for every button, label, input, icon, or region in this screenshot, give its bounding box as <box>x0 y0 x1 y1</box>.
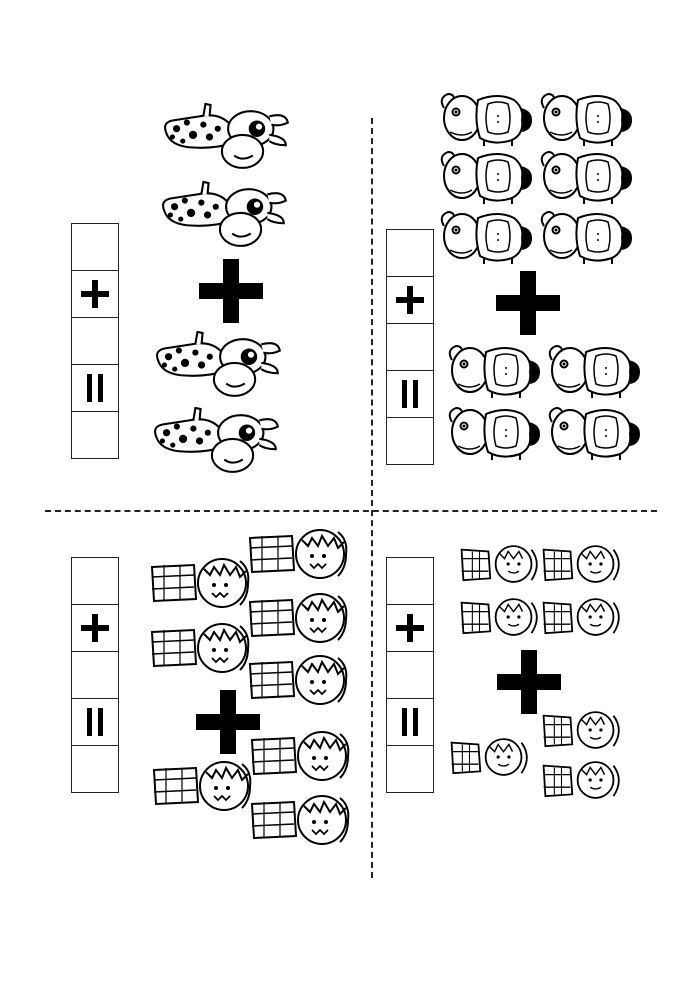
equals-icon <box>85 708 105 736</box>
plus-icon <box>81 280 109 308</box>
answer-column <box>386 229 434 465</box>
child-icon <box>152 758 256 812</box>
cow-icon <box>446 342 542 398</box>
equals-sign-box <box>72 699 118 746</box>
answer-box[interactable] <box>72 652 118 699</box>
child-icon <box>250 728 354 782</box>
giraffe-icon <box>148 402 282 482</box>
answer-column <box>386 557 434 793</box>
answer-box[interactable] <box>72 224 118 271</box>
cow-icon <box>538 90 634 146</box>
plus-sign-box <box>72 271 118 318</box>
answer-box[interactable] <box>387 652 433 699</box>
child-icon <box>250 792 354 846</box>
child-icon <box>150 555 254 609</box>
plus-sign-box <box>387 277 433 324</box>
boy-icon <box>540 595 626 639</box>
child-icon <box>248 652 352 706</box>
cow-icon <box>538 208 634 264</box>
cow-icon <box>446 404 542 460</box>
equals-icon <box>400 380 420 408</box>
cow-icon <box>538 148 634 204</box>
child-icon <box>248 526 352 580</box>
boy-icon <box>540 708 626 752</box>
answer-column <box>71 557 119 793</box>
plus-icon <box>497 650 561 714</box>
cow-icon <box>438 90 534 146</box>
equals-sign-box <box>387 699 433 746</box>
answer-box[interactable] <box>387 324 433 371</box>
equals-sign-box <box>72 365 118 412</box>
plus-icon <box>396 614 424 642</box>
giraffe-icon <box>156 176 290 256</box>
plus-icon <box>199 259 263 323</box>
answer-box[interactable] <box>387 558 433 605</box>
boy-icon <box>540 758 626 802</box>
answer-box[interactable] <box>387 230 433 277</box>
plus-icon <box>196 690 260 754</box>
giraffe-icon <box>150 326 284 406</box>
answer-box[interactable] <box>387 418 433 464</box>
equals-icon <box>400 708 420 736</box>
plus-icon <box>496 271 560 335</box>
plus-sign-box <box>387 605 433 652</box>
plus-sign-box <box>72 605 118 652</box>
cow-icon <box>438 148 534 204</box>
answer-box[interactable] <box>72 412 118 458</box>
child-icon <box>248 590 352 644</box>
child-icon <box>150 620 254 674</box>
giraffe-icon <box>158 98 292 178</box>
equals-sign-box <box>387 371 433 418</box>
cow-icon <box>546 404 642 460</box>
answer-box[interactable] <box>72 746 118 792</box>
plus-icon <box>396 286 424 314</box>
answer-column <box>71 223 119 459</box>
boy-icon <box>458 542 544 586</box>
answer-box[interactable] <box>72 558 118 605</box>
answer-box[interactable] <box>387 746 433 792</box>
boy-icon <box>458 595 544 639</box>
horizontal-cut-line <box>45 510 657 512</box>
boy-icon <box>448 735 534 779</box>
cow-icon <box>546 342 642 398</box>
boy-icon <box>540 542 626 586</box>
vertical-cut-line <box>371 118 373 878</box>
plus-icon <box>81 614 109 642</box>
answer-box[interactable] <box>72 318 118 365</box>
equals-icon <box>85 374 105 402</box>
cow-icon <box>438 208 534 264</box>
